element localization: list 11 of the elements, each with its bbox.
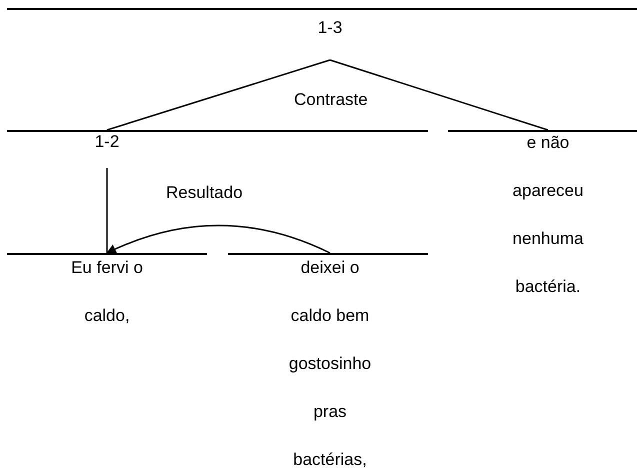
segment-text: 1-3 [316,17,344,39]
connector-line [330,59,548,131]
curved-arrow [106,224,330,254]
connector-line [106,59,330,131]
relation-label: Resultado [166,183,243,203]
segment-text: 1-2 [94,131,120,153]
relation-label: Contraste [294,90,368,110]
segment-text: Eu fervi o caldo, [70,257,144,327]
connector-line [106,168,108,253]
segment-text: deixei o caldo bem gostosinho pras bactérias, [288,257,372,471]
segment-text: e não apareceu nenhuma bactéria. [512,132,584,298]
